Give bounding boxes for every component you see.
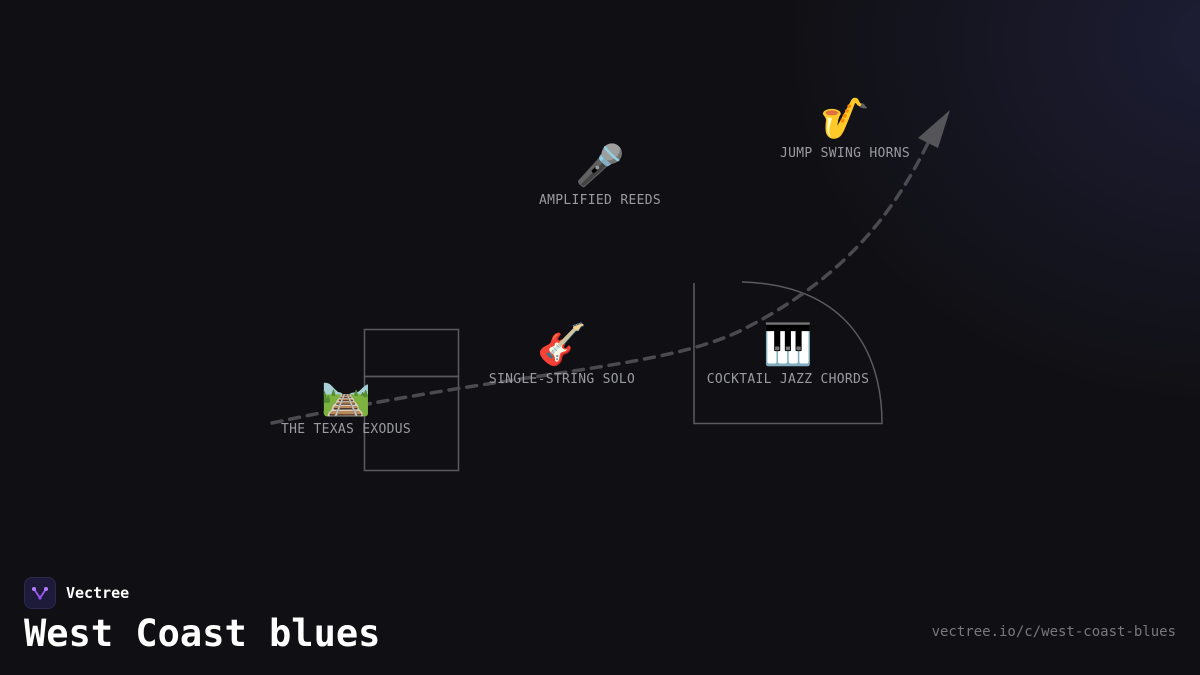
- outline-rect-top: [363, 328, 460, 378]
- progression-arrowhead: [918, 110, 950, 148]
- node-label: JUMP SWING HORNS: [779, 146, 911, 161]
- node-label: SINGLE-STRING SOLO: [488, 372, 636, 387]
- node-single-string-solo: 🎸 SINGLE-STRING SOLO: [489, 322, 635, 387]
- outline-quarter-frame: [693, 281, 883, 425]
- node-the-texas-exodus: 🛤️ THE TEXAS EXODUS: [281, 372, 411, 437]
- saxophone-icon: 🎷: [820, 96, 870, 142]
- microphone-icon: 🎤: [575, 143, 625, 189]
- brand: Vectree: [24, 577, 129, 609]
- brand-name: Vectree: [66, 584, 130, 602]
- railway-track-icon: 🛤️: [321, 372, 371, 418]
- node-cocktail-jazz-chords: 🎹 COCKTAIL JAZZ CHORDS: [707, 322, 870, 387]
- vectree-logo-icon: [24, 577, 56, 609]
- node-amplified-reeds: 🎤 AMPLIFIED REEDS: [539, 143, 661, 208]
- guitar-icon: 🎸: [537, 322, 587, 368]
- page-title: West Coast blues: [24, 612, 381, 655]
- progression-path: [270, 141, 930, 425]
- node-label: THE TEXAS EXODUS: [280, 422, 412, 437]
- node-label: AMPLIFIED REEDS: [539, 193, 661, 208]
- piano-keys-icon: 🎹: [763, 322, 813, 368]
- outline-rect-bottom: [363, 375, 460, 472]
- node-label: COCKTAIL JAZZ CHORDS: [706, 372, 870, 387]
- node-jump-swing-horns: 🎷 JUMP SWING HORNS: [780, 96, 910, 161]
- page-url: vectree.io/c/west-coast-blues: [931, 624, 1176, 640]
